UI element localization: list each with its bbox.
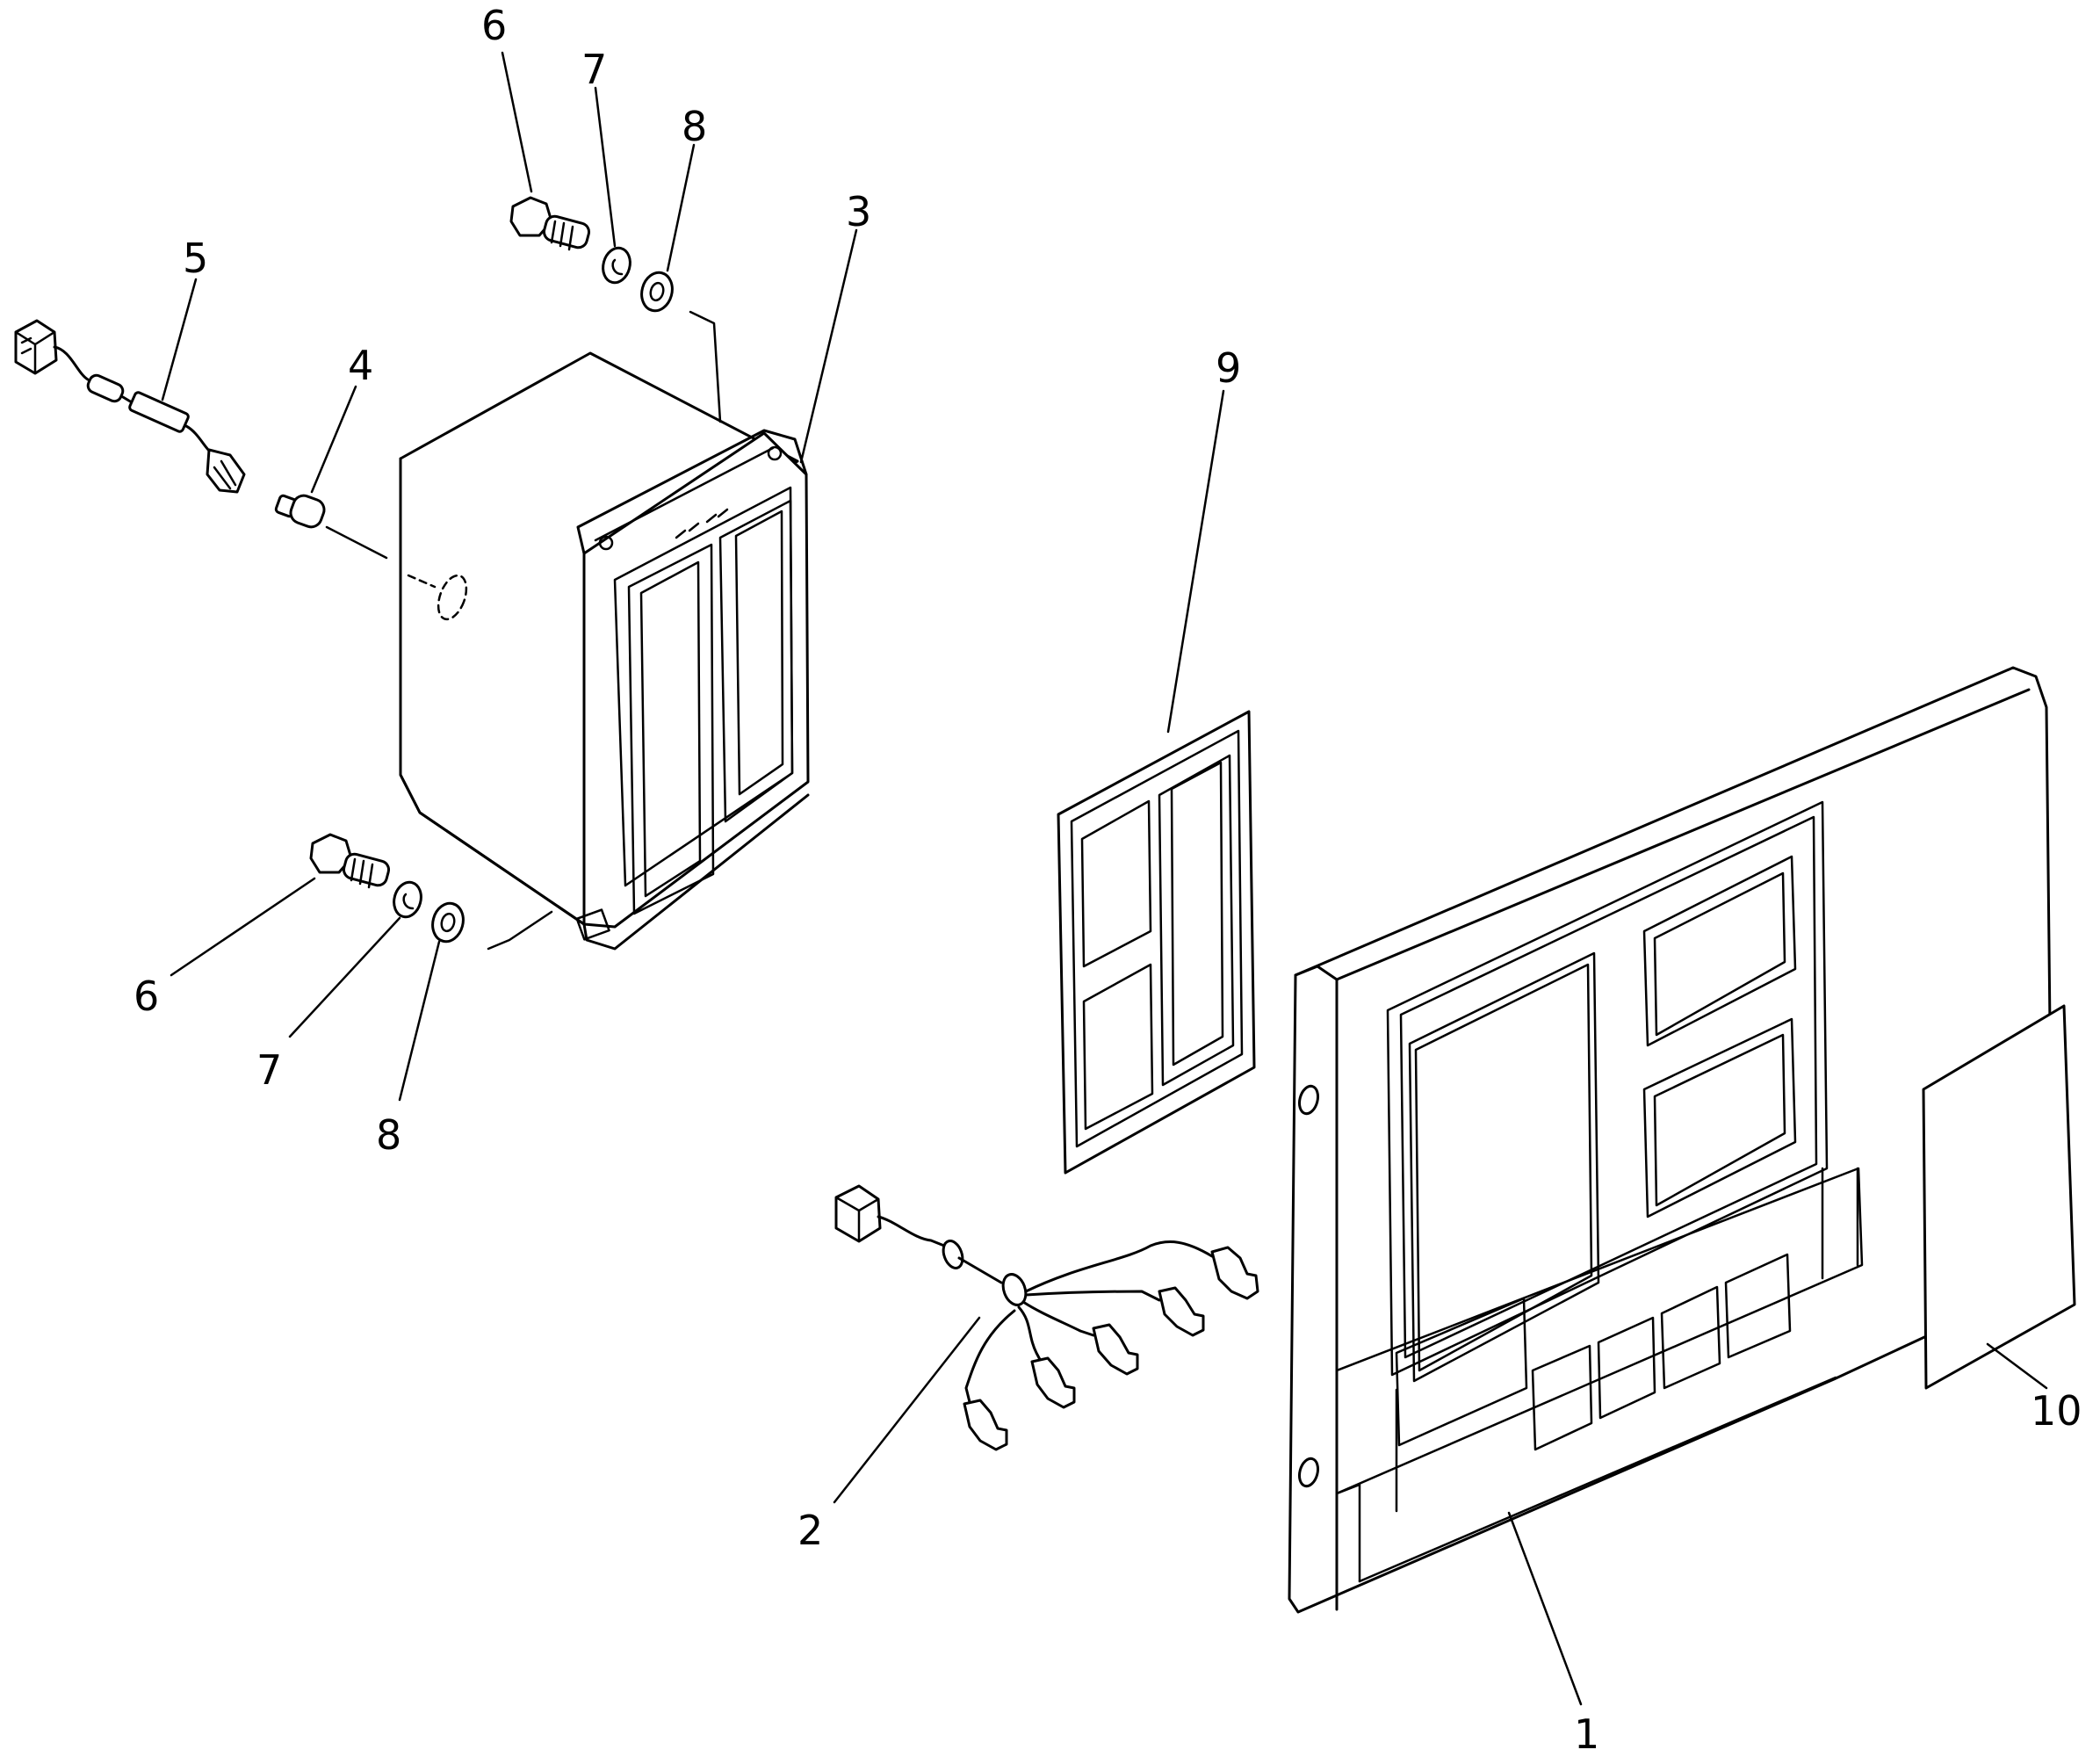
part-3-monitor-housing <box>399 351 810 951</box>
part-7-lock-washer-top <box>602 246 631 285</box>
leader-lines <box>161 51 2048 1706</box>
callout-6-bottom: 6 <box>134 972 159 1020</box>
part-7-lock-washer-bottom <box>393 880 422 919</box>
callout-8-top: 8 <box>682 103 707 150</box>
callout-3: 3 <box>846 188 871 235</box>
callout-7-bottom: 7 <box>256 1046 282 1094</box>
callout-7-top: 7 <box>581 46 607 93</box>
callout-4: 4 <box>348 342 373 389</box>
part-6-bolt-bottom <box>309 833 391 889</box>
callout-1: 1 <box>1574 1710 1599 1753</box>
part-2-bulb-harness <box>834 1184 1259 1451</box>
callout-6-top: 6 <box>481 2 507 49</box>
callout-2: 2 <box>797 1507 823 1554</box>
callout-9: 9 <box>1216 344 1241 392</box>
callout-5: 5 <box>183 235 208 282</box>
callout-8-bottom: 8 <box>376 1111 401 1159</box>
part-6-bolt-top <box>509 196 591 251</box>
part-4-bulb <box>274 494 388 560</box>
callout-10: 10 <box>2031 1387 2082 1435</box>
part-9-gasket <box>1057 710 1256 1175</box>
part-5-wiring-harness <box>14 319 246 494</box>
callout-numbers: 6 7 8 3 5 4 9 6 7 8 2 1 10 <box>134 2 2082 1757</box>
part-8-washer-bottom <box>431 901 553 951</box>
part-10-film <box>1922 1004 2076 1390</box>
part-1-front-panel <box>1288 666 2053 1614</box>
part-8-washer-top <box>640 271 722 423</box>
